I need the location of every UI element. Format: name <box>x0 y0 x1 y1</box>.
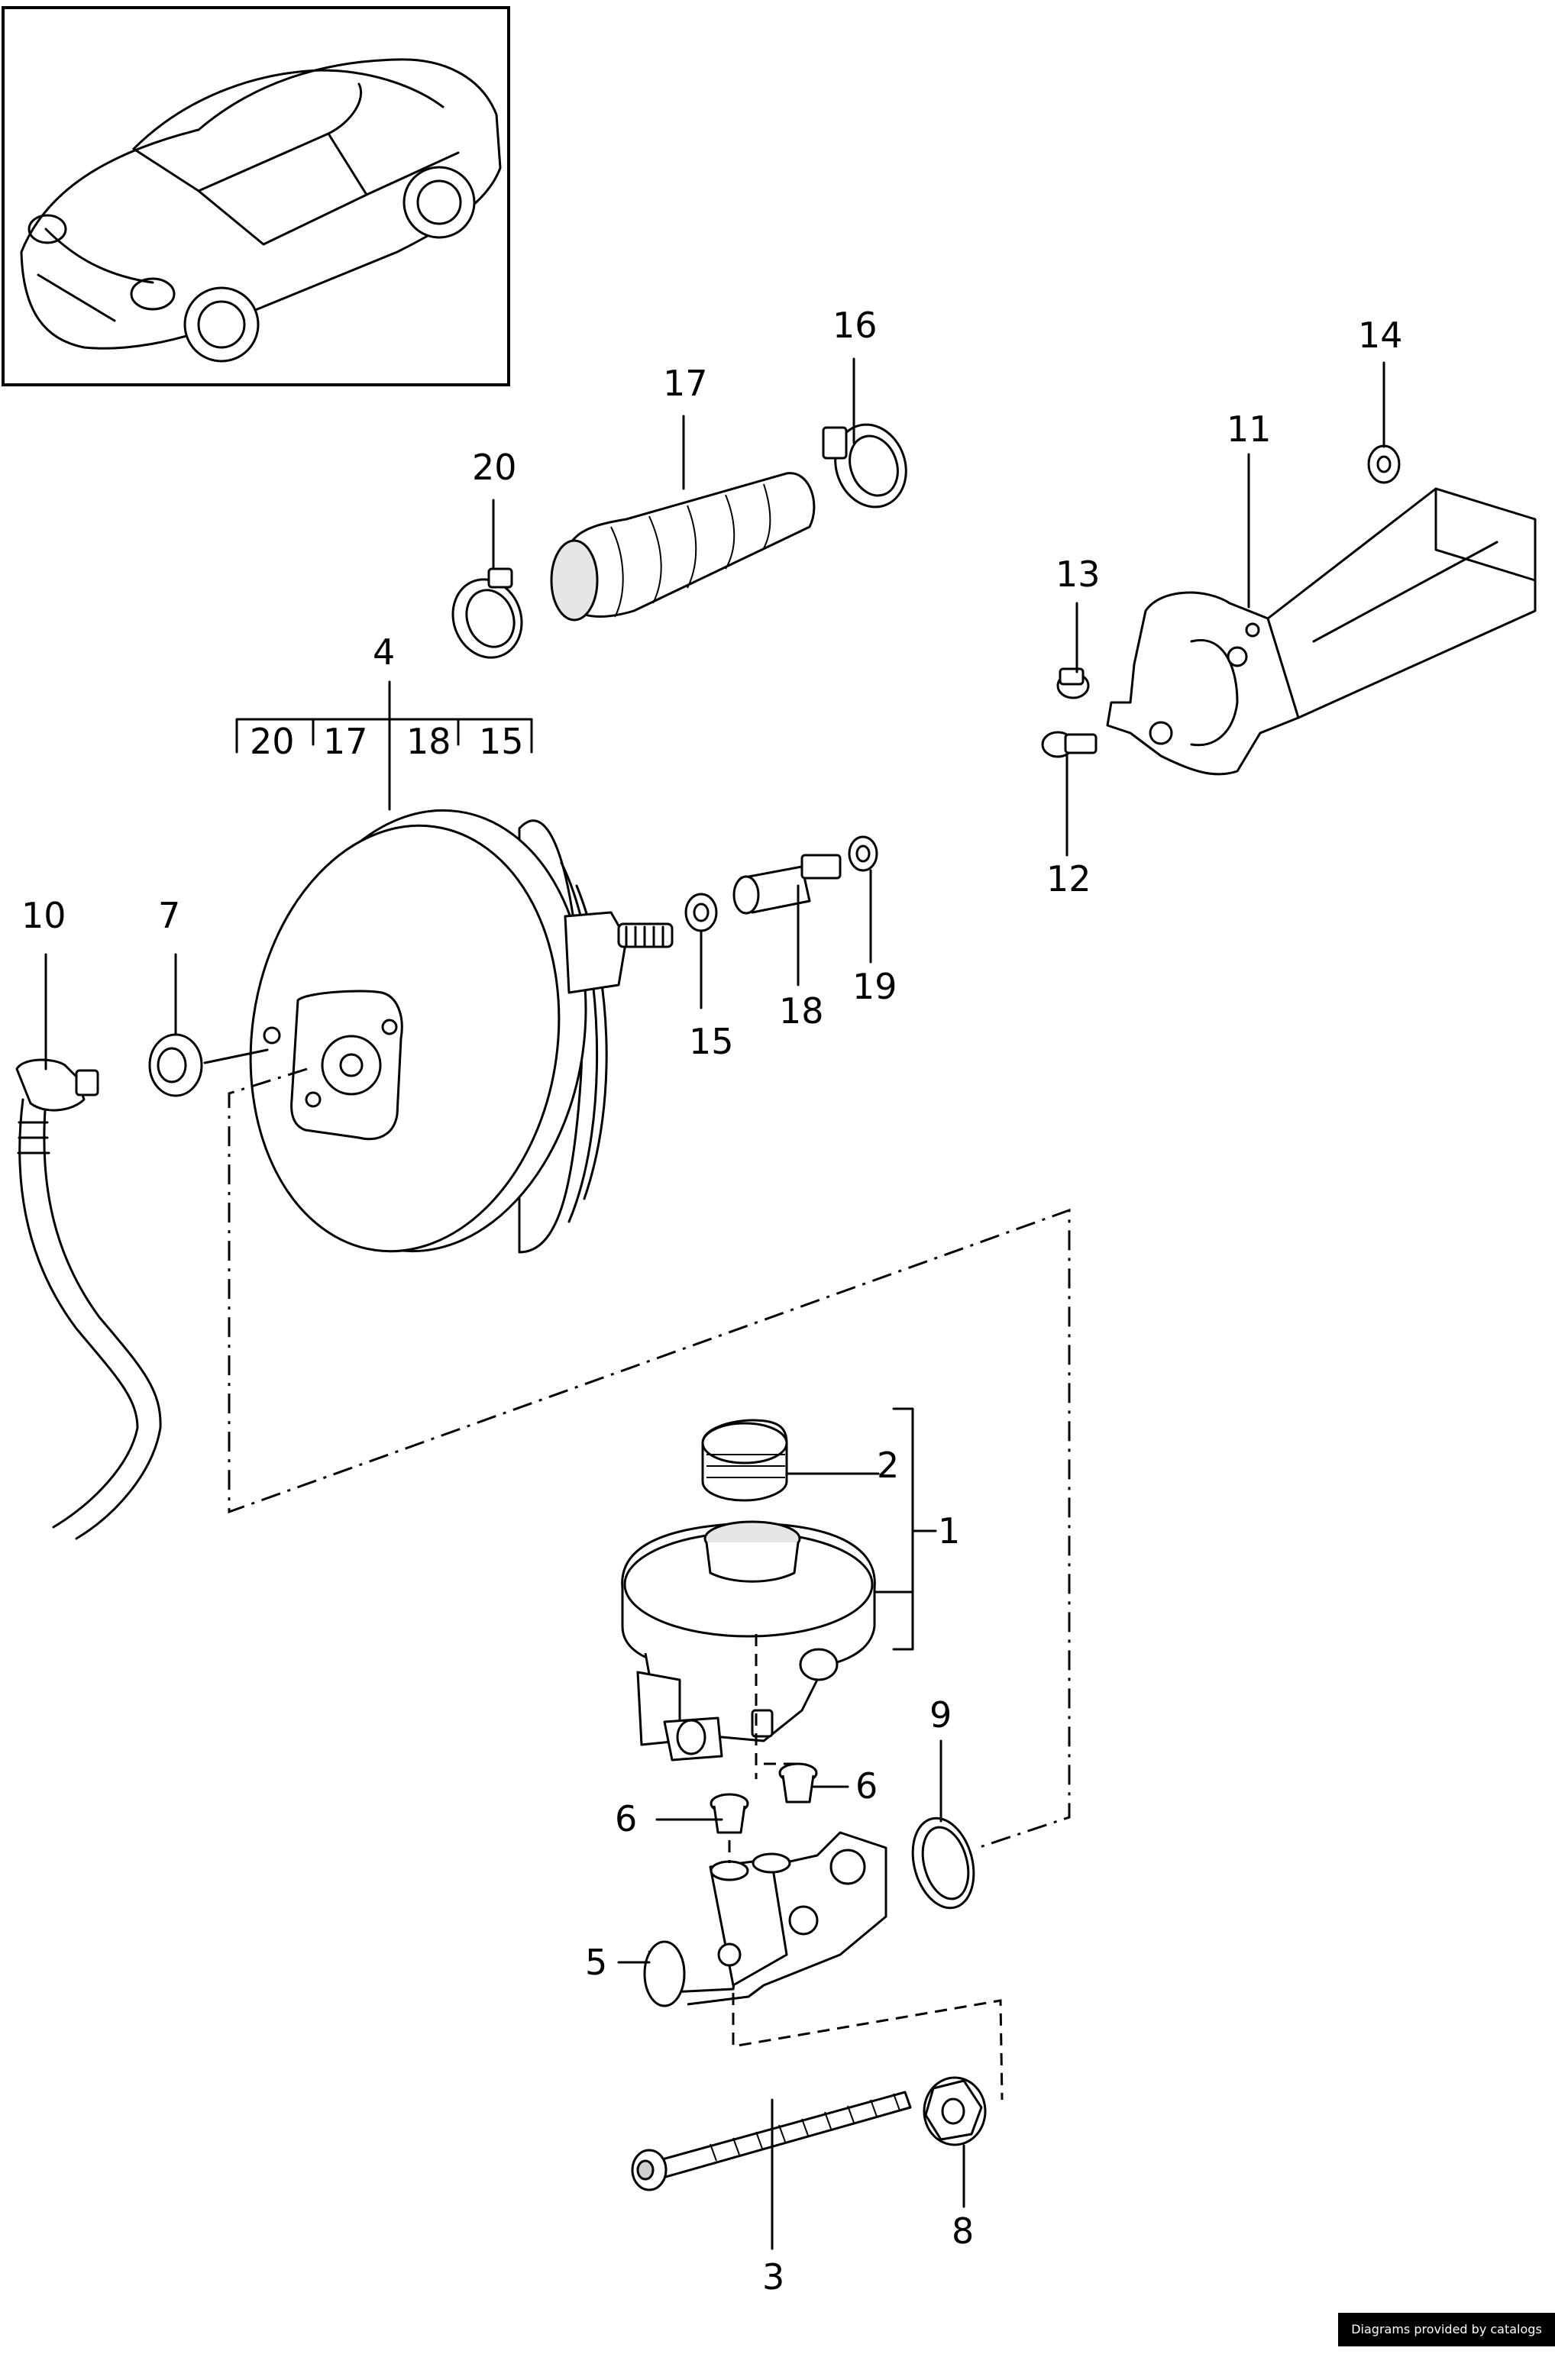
callout-18: 18 <box>779 990 824 1032</box>
clamp-16 <box>822 423 907 509</box>
callout-12: 12 <box>1046 858 1091 899</box>
guide-lines <box>228 1067 1071 2101</box>
master-cylinder-assembly <box>621 1520 876 1762</box>
screw-13 <box>1056 667 1090 699</box>
vacuum-hose <box>15 1058 162 1540</box>
assembly-bracket-1 <box>892 1407 937 1651</box>
clamp-20 <box>451 567 523 659</box>
callouts: 1 2 3 4 5 6 6 7 8 9 10 11 12 13 14 15 16… <box>21 305 1403 2298</box>
callout-1: 1 <box>938 1510 960 1552</box>
plug-6-right <box>778 1762 818 1804</box>
adapter-18 <box>732 854 842 915</box>
brake-booster <box>249 809 674 1254</box>
credit-badge: Diagrams provided by catalogs parts <box>1338 2313 1555 2370</box>
callout-17: 17 <box>663 363 708 404</box>
reservoir-cap <box>701 1419 788 1502</box>
housing-5 <box>643 1831 887 2007</box>
callout-11: 11 <box>1227 409 1272 450</box>
callout-7: 7 <box>158 895 180 936</box>
kit-label-18: 18 <box>406 721 451 762</box>
callout-16: 16 <box>832 305 878 346</box>
callout-9: 9 <box>929 1694 952 1736</box>
o-ring <box>911 1816 975 1910</box>
callout-2: 2 <box>877 1445 899 1486</box>
callout-19: 19 <box>852 966 897 1007</box>
callout-14: 14 <box>1358 315 1403 356</box>
nut-8 <box>923 2076 987 2146</box>
screw-12 <box>1041 731 1098 758</box>
kit-label-17: 17 <box>323 721 368 762</box>
callout-6-right: 6 <box>855 1765 878 1807</box>
booster-kit-bracket <box>235 680 533 811</box>
callout-4: 4 <box>373 631 395 673</box>
kit-label-15: 15 <box>479 721 524 762</box>
vehicle-thumbnail <box>2 6 510 386</box>
callout-15: 15 <box>689 1021 734 1062</box>
nut-15 <box>684 893 718 932</box>
bracket-11 <box>1106 487 1537 776</box>
nut-14 <box>1367 444 1401 484</box>
callout-13: 13 <box>1056 554 1101 595</box>
callout-20: 20 <box>472 447 517 488</box>
callout-10: 10 <box>21 895 66 936</box>
callout-6-left: 6 <box>615 1798 637 1839</box>
callout-8: 8 <box>952 2210 974 2252</box>
bolt-3 <box>631 2091 912 2191</box>
leader-lines <box>44 357 1385 2250</box>
callout-3: 3 <box>762 2256 784 2298</box>
nut-19 <box>848 835 878 872</box>
kit-label-20: 20 <box>250 721 295 762</box>
boot <box>550 472 816 622</box>
callout-5: 5 <box>585 1942 607 1983</box>
plug-6-left <box>710 1793 749 1834</box>
